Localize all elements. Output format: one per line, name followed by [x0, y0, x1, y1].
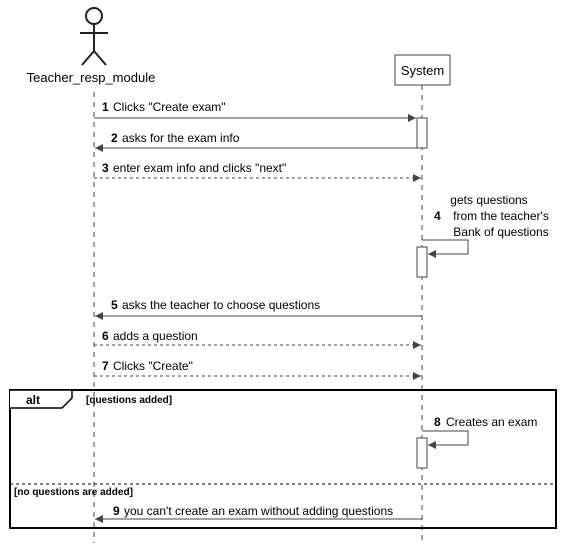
alt-guard-2: [no questions are added] [14, 487, 133, 498]
message-6-number: 6 [102, 329, 109, 343]
message-5-label: asks the teacher to choose questions [122, 298, 320, 312]
message-6-label: adds a question [113, 329, 198, 343]
message-4-line-3: Bank of questions [453, 225, 548, 239]
message-3-label: enter exam info and clicks "next" [113, 161, 286, 175]
system-participant-label: System [401, 63, 444, 78]
actor-name: Teacher_resp_module [27, 70, 156, 85]
message-4-line-2: from the teacher's [453, 209, 549, 223]
activation-bar-3 [416, 437, 428, 469]
message-2-number: 2 [111, 131, 118, 145]
activation-bar-1 [416, 117, 428, 149]
message-4-line-1: gets questions [450, 193, 527, 207]
actor-figure [80, 7, 108, 66]
message-8-number: 8 [434, 415, 441, 429]
message-4-number: 4 [434, 209, 441, 223]
message-4-self-arrow [422, 239, 469, 258]
message-1-number: 1 [102, 100, 109, 114]
alt-guard-1: [questions added] [86, 395, 172, 406]
message-2-label: asks for the exam info [122, 131, 240, 145]
message-7-label: Clicks "Create" [113, 359, 193, 373]
message-5-number: 5 [111, 298, 118, 312]
message-7-number: 7 [102, 359, 109, 373]
message-3-number: 3 [102, 161, 109, 175]
message-9-number: 9 [113, 504, 120, 518]
alt-fragment-frame [9, 389, 557, 529]
system-participant-box [394, 54, 451, 86]
alt-fragment-tab [10, 389, 73, 409]
message-8-self-arrow [422, 430, 469, 449]
message-9-label: you can't create an exam without adding … [124, 504, 393, 518]
activation-bar-2 [416, 246, 428, 278]
message-1-label: Clicks "Create exam" [113, 100, 226, 114]
alt-fragment-label: alt [26, 393, 40, 407]
message-8-label: Creates an exam [446, 415, 537, 429]
